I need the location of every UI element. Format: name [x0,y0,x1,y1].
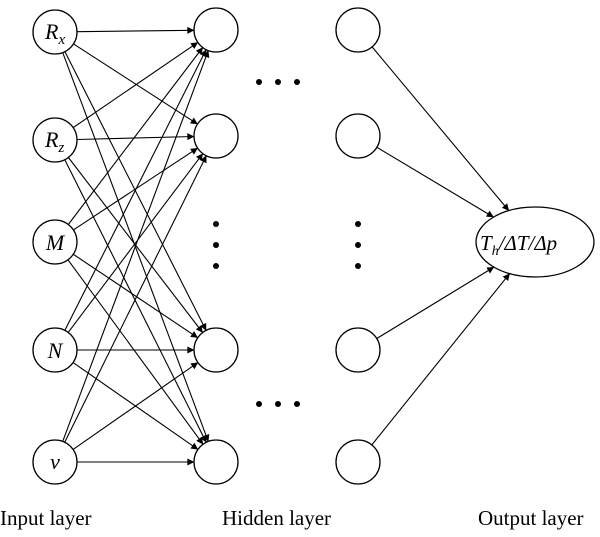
input-layer-caption: Input layer [0,506,92,530]
input-to-hidden-edge [67,259,204,445]
ellipsis-dot [355,263,361,269]
input-node-label: N [47,338,64,363]
input-node-circle [32,117,78,163]
ellipsis-dot [294,79,300,85]
input-to-hidden-edge [62,50,210,442]
ellipsis-dot [294,401,300,407]
input-node-rx: Rx [32,9,78,55]
ellipsis-top [256,79,300,85]
input-to-hidden-edge [76,133,195,141]
hidden-node-7 [335,327,381,373]
hidden-to-output-edge [376,266,495,339]
input-to-hidden-edge [67,153,204,333]
hidden-node-2 [193,113,239,159]
connection-edges [62,26,511,466]
input-to-hidden-edge [76,26,195,34]
input-to-hidden-edge [73,43,198,125]
hidden-to-output-edge [371,273,511,446]
hidden-node-4 [193,439,239,485]
input-node-circle [32,219,78,265]
output-layer-caption: Output layer [478,506,584,530]
hidden-node-6 [335,113,381,159]
ellipsis-dot [355,242,361,248]
hidden-to-output-edge [376,146,494,218]
input-node-label: Rz [44,127,64,156]
input-node-circle [32,439,78,485]
output-node-label: Th/ΔT/Δp [480,231,557,259]
input-to-hidden-edge [64,159,207,443]
ellipsis-dot [355,221,361,227]
input-node-m: M [32,219,78,265]
ellipsis-dot [275,401,281,407]
input-to-hidden-edge [72,362,199,450]
input-to-hidden-edge [64,155,207,443]
hidden-node-3 [193,327,239,373]
ellipsis-dot [213,263,219,269]
hidden-layer-caption: Hidden layer [222,506,331,530]
ellipsis-dot [256,79,262,85]
input-node-rz: Rz [32,117,78,163]
ellipsis-bottom [256,401,300,407]
output-node-ellipse [475,206,595,278]
input-to-hidden-edge [64,49,207,331]
input-node-label: M [45,230,66,255]
input-to-hidden-edge [67,47,204,225]
input-to-hidden-edge [72,41,199,129]
hidden-to-output-edge [371,46,510,211]
hidden-node-1 [193,7,239,53]
hidden-node-8 [335,439,381,485]
input-node-v: v [32,439,78,485]
input-node-label: v [50,449,60,474]
hidden-node-5 [335,7,381,53]
output-node: Th/ΔT/Δp [475,206,595,278]
input-node-circle [32,327,78,373]
input-node-circle [32,9,78,55]
input-node-n: N [32,327,78,373]
input-node-label: Rx [44,19,65,48]
ellipsis-dot [213,221,219,227]
input-to-hidden-edge [72,253,199,339]
ellipsis-dot [275,79,281,85]
ellipsis-dot [256,401,262,407]
ellipsis-right-vertical [355,221,361,269]
ellipsis-dot [213,242,219,248]
ellipsis-left-vertical [213,221,219,269]
